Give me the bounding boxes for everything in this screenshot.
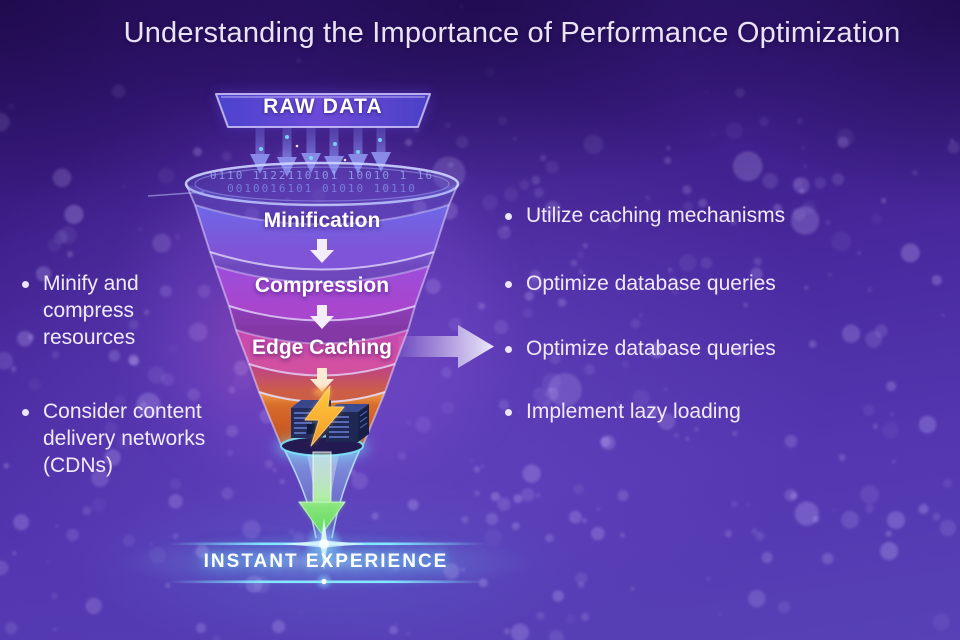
list-item: Optimize database queries [505,271,776,298]
list-item: Utilize caching mechanisms [505,203,785,230]
band-minification [195,205,449,270]
bullet-icon [505,409,512,416]
band-compression [215,266,429,321]
raw-data-label: RAW DATA [263,95,383,118]
data-flow-arrows [250,128,391,177]
callout-arrow [398,325,494,368]
list-item: Minify and compress resources [22,271,222,352]
bullet-icon [22,281,29,288]
bullet-icon [505,213,512,220]
instant-experience-band [116,518,536,592]
list-item: Optimize database queries [505,336,776,363]
server-right-icon [326,404,369,442]
binary-digits-row: 0010016101 01010 10110 [227,182,417,195]
stage-label-minification: Minification [263,209,381,232]
stage-label-edge-caching: Edge Caching [251,336,393,359]
instant-experience-label: INSTANT EXPERIENCE [203,551,449,572]
raw-data-banner [215,93,431,128]
sparkle-flare-icon [282,518,366,570]
data-bits [259,135,382,162]
bullet-icon [505,281,512,288]
bullet-icon [22,409,29,416]
list-item: Consider content delivery networks (CDNs… [22,399,237,480]
band-edge-caching [236,330,408,376]
bullet-icon [505,346,512,353]
binary-digits-row: 0110 1122110101 10010 1 16 [209,169,435,182]
stage-label-compression: Compression [254,274,390,297]
server-lightning-icon [291,385,369,447]
slide-title: Understanding the Importance of Performa… [123,17,901,49]
lightning-bolt-icon [304,385,345,447]
funnel [147,161,460,452]
list-item: Implement lazy loading [505,399,741,426]
instant-experience-arrow [298,451,346,535]
